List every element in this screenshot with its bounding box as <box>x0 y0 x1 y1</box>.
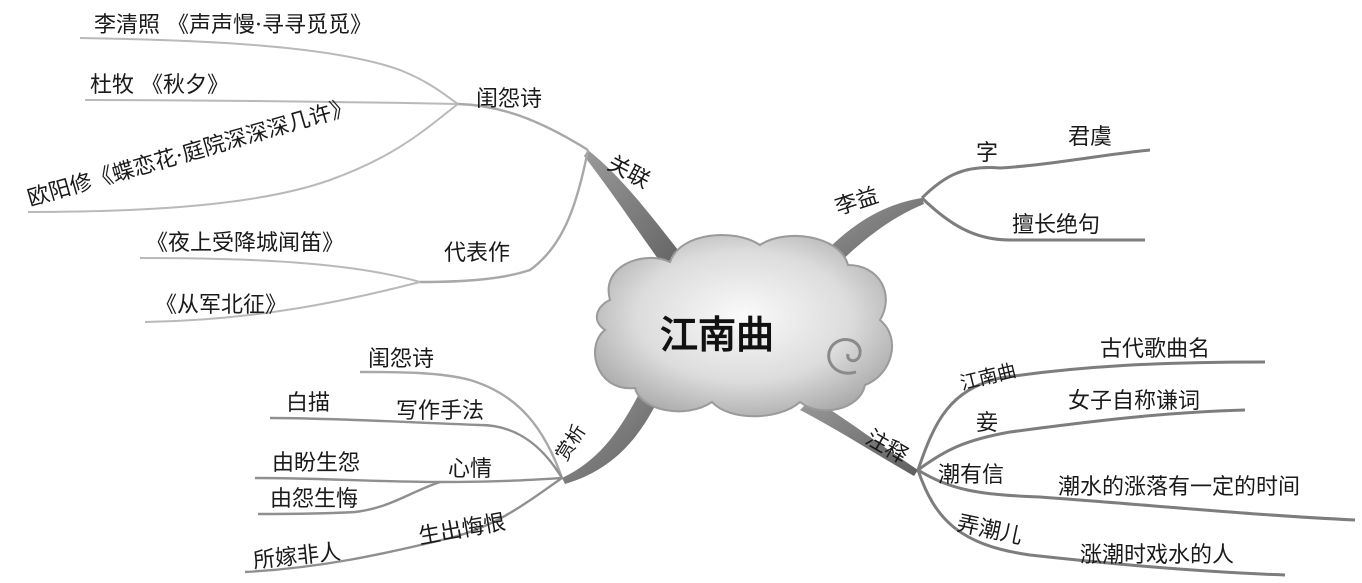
zi-label: 字 <box>976 141 998 166</box>
guiyuanshi-label: 闺怨诗 <box>476 87 542 112</box>
zhushi-term-3: 潮有信 <box>938 463 1004 488</box>
central-node: 江南曲 <box>595 235 892 416</box>
xinqing-item-2: 由怨生悔 <box>270 487 358 512</box>
zhushi-term-4: 弄潮儿 <box>955 511 1025 549</box>
zi-value: 君虞 <box>1068 125 1112 150</box>
shangxi-guiyuanshi: 闺怨诗 <box>368 347 434 372</box>
zhushi-term-1: 江南曲 <box>958 360 1019 395</box>
xinqing-item-1: 由盼生怨 <box>272 451 360 476</box>
zhushi-branch: 注释 江南曲 古代歌曲名 妾 女子自称谦词 潮有信 潮水的涨落有一定的时间 弄潮… <box>861 337 1300 568</box>
zhushi-meaning-3: 潮水的涨落有一定的时间 <box>1058 475 1300 500</box>
xiezuo-value: 白描 <box>286 391 330 416</box>
guanlian-branch: 关联 闺怨诗 李清照 《声声慢·寻寻觅觅》 杜牧 《秋夕》 欧阳修《蝶恋花·庭院… <box>25 13 654 318</box>
zhushi-meaning-4: 涨潮时戏水的人 <box>1080 543 1234 568</box>
guiyuan-work-1: 李清照 《声声慢·寻寻觅觅》 <box>94 13 372 38</box>
zhushi-term-2: 妾 <box>976 411 998 436</box>
liyi-skill: 擅长绝句 <box>1012 213 1100 238</box>
xiezuo-label: 写作手法 <box>396 399 484 424</box>
shangxi-label: 赏析 <box>552 421 591 465</box>
shangxi-branch: 赏析 闺怨诗 写作手法 白描 心情 由盼生怨 由怨生悔 生出悔恨 所嫁非人 <box>252 347 590 574</box>
central-title: 江南曲 <box>660 312 774 357</box>
huihen-label: 生出悔恨 <box>417 510 508 550</box>
xinqing-label: 心情 <box>448 457 492 482</box>
daibiaozuo-work-2: 《从军北征》 <box>155 293 287 318</box>
guiyuan-work-3: 欧阳修《蝶恋花·庭院深深深几许》 <box>25 95 356 212</box>
huihen-value: 所嫁非人 <box>252 540 342 574</box>
daibiaozuo-work-1: 《夜上受降城闻笛》 <box>146 231 344 256</box>
daibiaozuo-label: 代表作 <box>444 241 510 266</box>
zhushi-meaning-2: 女子自称谦词 <box>1068 389 1200 414</box>
zhushi-meaning-1: 古代歌曲名 <box>1100 337 1210 362</box>
guiyuan-work-2: 杜牧 《秋夕》 <box>90 73 229 98</box>
